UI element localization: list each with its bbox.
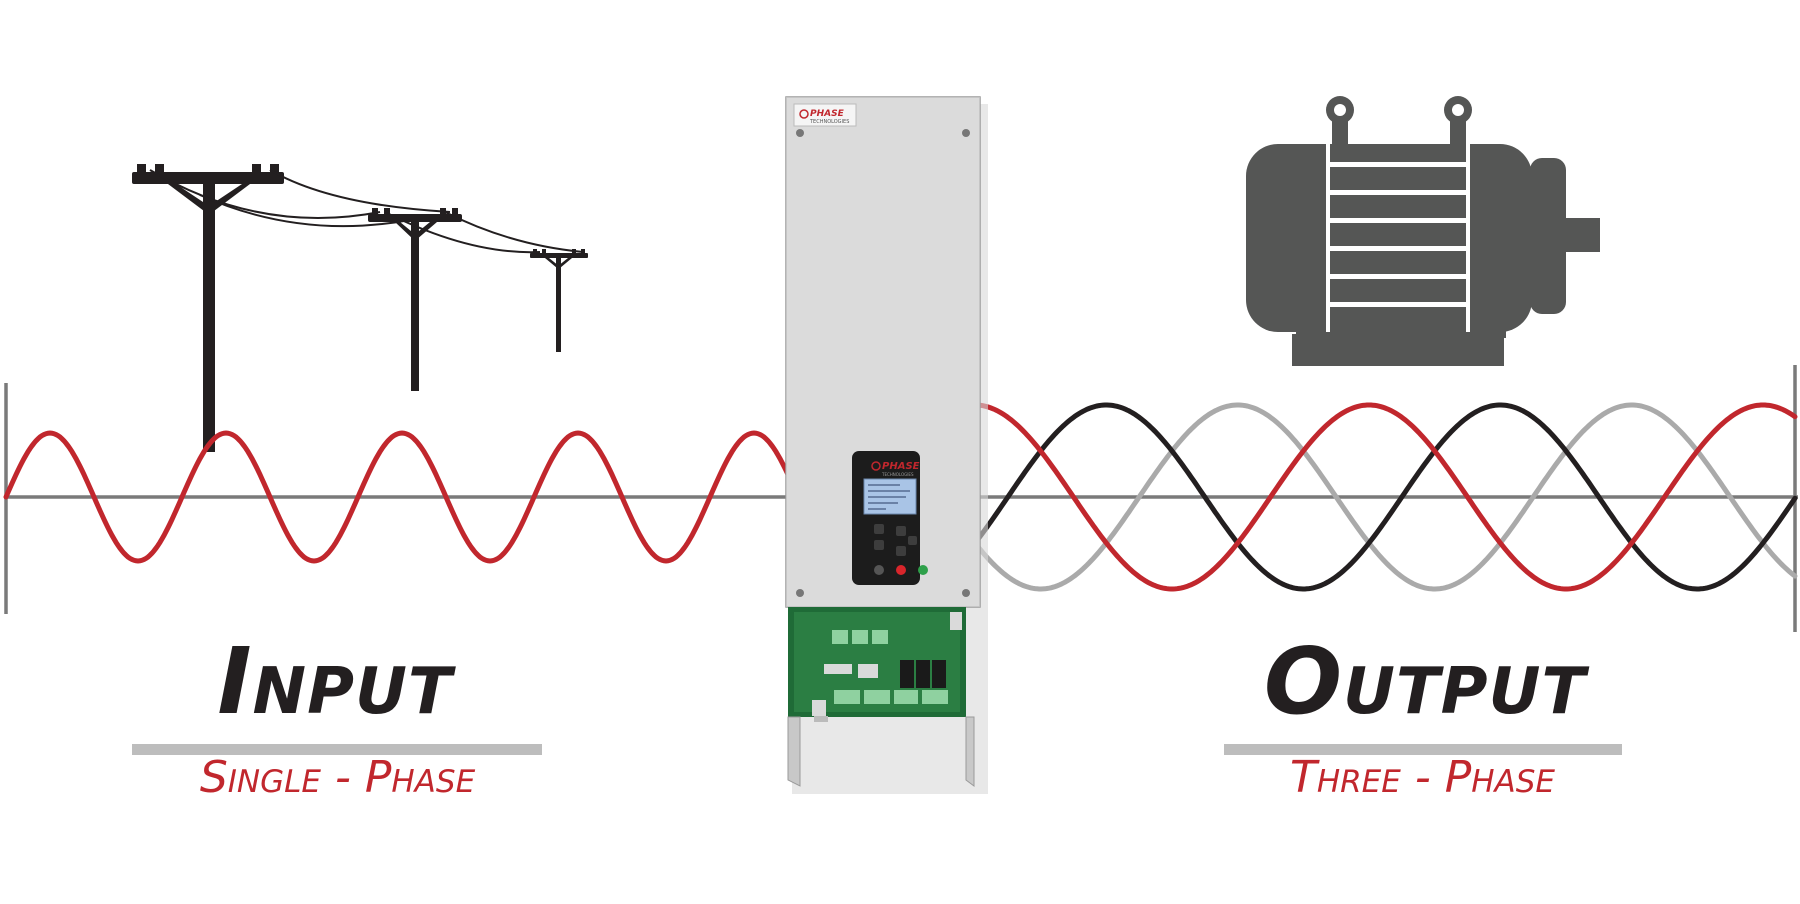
phase-b-wave-line [972,402,1798,592]
mounting-bracket-right [965,716,975,787]
single-phase-waveform [3,430,791,564]
enter-button[interactable] [908,536,917,545]
back-button[interactable] [874,540,884,550]
input-subheading: Single - Phase [199,752,476,803]
input-heading: Input [217,628,453,735]
lcd-content [868,484,910,510]
output-heading: Output [1263,628,1587,735]
utility-pole-icon [132,164,588,452]
brand-logo-icon [799,109,809,119]
output-divider [1224,744,1622,755]
keypad-brand-subtext: TECHNOLOGIES [881,472,914,477]
brand-label-subtext: TECHNOLOGIES [809,119,849,125]
screw [962,129,970,137]
terminal-blocks-bottom [834,690,948,704]
brand-label-text: PHASE [810,109,845,119]
mounting-bracket-left [787,716,801,787]
relays [900,660,946,688]
screw [962,589,970,597]
keypad-logo-icon [871,461,881,471]
phase-a-wave-line [972,402,1798,592]
input-divider [132,744,542,755]
three-phase-waveforms [972,402,1798,592]
menu-button[interactable] [874,524,884,534]
stop-button[interactable] [896,565,906,575]
keypad-buttons [874,524,928,575]
board-components [812,612,962,716]
terminal-blocks-top [832,630,888,644]
single-phase-wave-line [3,430,791,564]
power-lines [149,169,584,254]
phase-converter-unit: PHASE TECHNOLOGIES PHASE TECHNOLOGIES [785,96,988,794]
phase-c-wave-line [972,402,1798,592]
down-arrow-button[interactable] [896,546,906,556]
electric-motor-icon [1246,96,1600,366]
screw [796,129,804,137]
screw [796,589,804,597]
keypad-brand: PHASE [882,461,920,472]
start-button[interactable] [918,565,928,575]
up-arrow-button[interactable] [896,526,906,536]
function-button[interactable] [874,565,884,575]
brand-label [793,103,857,127]
output-subheading: Three - Phase [1289,752,1556,803]
